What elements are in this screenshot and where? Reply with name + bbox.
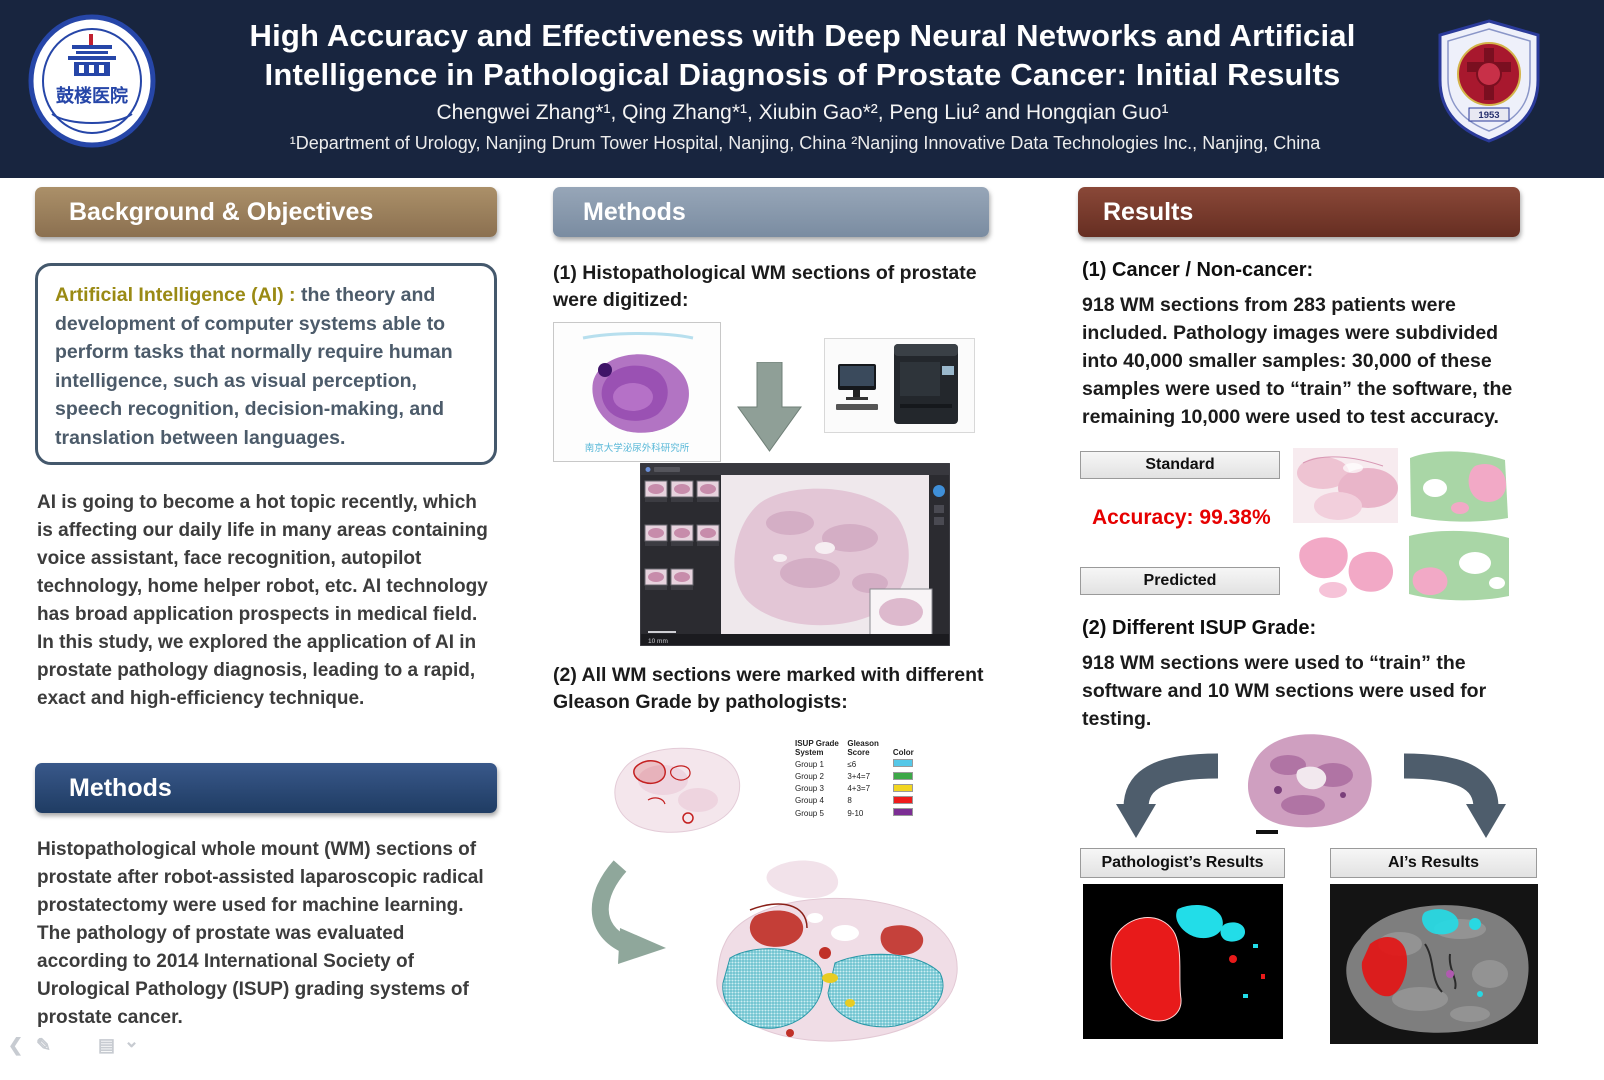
chevron-down-icon[interactable]: ⌄ [124,1031,140,1051]
legend-row: Group 1 ≤6 [793,758,925,770]
results1-title: (1) Cancer / Non-cancer: [1082,259,1314,281]
pathologist-results-image [1083,884,1283,1039]
curved-arrow-icon [591,860,666,964]
standard-he-image [1293,448,1398,523]
hospital-logo: 鼓楼医院 [28,14,156,148]
predicted-green-mask-image [1405,528,1510,603]
legend-row: Group 2 3+4=7 [793,771,925,783]
ai-definition-highlight: Artificial Intelligence (AI) : [55,284,301,306]
back-icon[interactable]: ❮ [8,1035,24,1055]
hospital-logo-text: 鼓楼医院 [56,85,128,106]
ai-definition-body: the theory and development of computer s… [55,284,453,449]
legend-score: 8 [847,796,852,806]
isup-test-slide-image [1247,734,1372,834]
legend-color-swatch [892,808,913,817]
legend-group: Group 4 [795,796,824,806]
legend-color-swatch [892,771,913,780]
gleason-legend-table: ISUP Grade System Gleason Score Color Gr… [793,738,925,819]
pathologist-results-label: Pathologist’s Results [1080,848,1285,878]
annotated-slide-thumbnail [614,747,741,833]
legend-color-swatch [892,795,913,804]
section-header-results: Results [1078,187,1520,237]
standard-label: Standard [1080,451,1280,479]
affiliations-line: ¹Department of Urology, Nanjing Drum Tow… [289,133,1321,153]
methods-step2-text: (2) All WM sections were marked with dif… [553,664,984,713]
legend-group: Group 3 [795,784,824,794]
accuracy-value: Accuracy: 99.38% [1092,506,1271,529]
legend-score: 9-10 [847,808,864,818]
wm-slide-image: 南京大学泌尿外科研究所 [553,322,721,462]
institute-logo: 1953 [1438,19,1540,143]
legend-row: Group 3 4+3=7 [793,783,925,795]
thumbnail-grid [644,480,720,590]
legend-header-row: ISUP Grade System Gleason Score Color [793,738,925,758]
section-header-methods-left: Methods [35,763,497,813]
poster-title-line1: High Accuracy and Effectiveness with Dee… [249,18,1356,53]
ai-results-image [1330,884,1538,1044]
legend-row: Group 4 8 [793,795,925,807]
slide-scanner-image [824,338,975,433]
results1-paragraph: 918 WM sections from 283 patients were i… [1082,294,1513,428]
legend-color-swatch [892,783,913,792]
background-paragraph: AI is going to become a hot topic recent… [37,492,488,709]
legend-group: Group 2 [795,772,824,782]
screenshot-scalebar-label: 10 mm [648,638,668,645]
legend-score: ≤6 [847,759,857,769]
arrow-to-ai-icon [1403,753,1506,838]
section-header-methods-middle: Methods [553,187,989,237]
ai-results-label: AI’s Results [1330,848,1537,878]
poster-header: High Accuracy and Effectiveness with Dee… [0,0,1604,178]
gleason-marked-image [716,860,958,1042]
scanner-software-screenshot: 10 mm [640,463,950,646]
methods-paragraph: Histopathological whole mount (WM) secti… [37,839,484,1028]
legend-group: Group 5 [795,808,824,818]
arrow-to-pathologist-icon [1116,753,1219,838]
legend-header-color: Color [892,748,914,758]
section-header-background-objectives: Background & Objectives [35,187,497,237]
wm-slide-caption: 南京大学泌尿外科研究所 [585,442,690,454]
legend-score: 4+3=7 [847,784,871,794]
institute-logo-year: 1953 [1478,110,1499,121]
predicted-pink-mask-image [1293,528,1398,603]
predicted-label: Predicted [1080,567,1280,595]
legend-header-gleason: Gleason Score [847,739,879,758]
legend-group: Group 1 [795,759,824,769]
edit-icon[interactable]: ✎ [36,1035,52,1055]
authors-line: Chengwei Zhang*¹, Qing Zhang*¹, Xiubin G… [436,101,1169,124]
standard-mask-image [1405,448,1510,523]
results2-paragraph: 918 WM sections were used to “train” the… [1082,652,1487,730]
legend-score: 3+4=7 [847,772,871,782]
methods-step1-text: (1) Histopathological WM sections of pro… [553,262,977,311]
ai-definition-box: Artificial Intelligence (AI) : the theor… [35,263,497,465]
legend-row: Group 5 9-10 [793,807,925,819]
results2-title: (2) Different ISUP Grade: [1082,617,1317,639]
slides-icon[interactable]: ▤ [98,1035,116,1055]
poster-title-line2: Intelligence in Pathological Diagnosis o… [264,57,1341,92]
down-arrow-icon [737,362,802,452]
legend-color-swatch [892,759,913,768]
legend-header-isup: ISUP Grade System [795,739,839,758]
